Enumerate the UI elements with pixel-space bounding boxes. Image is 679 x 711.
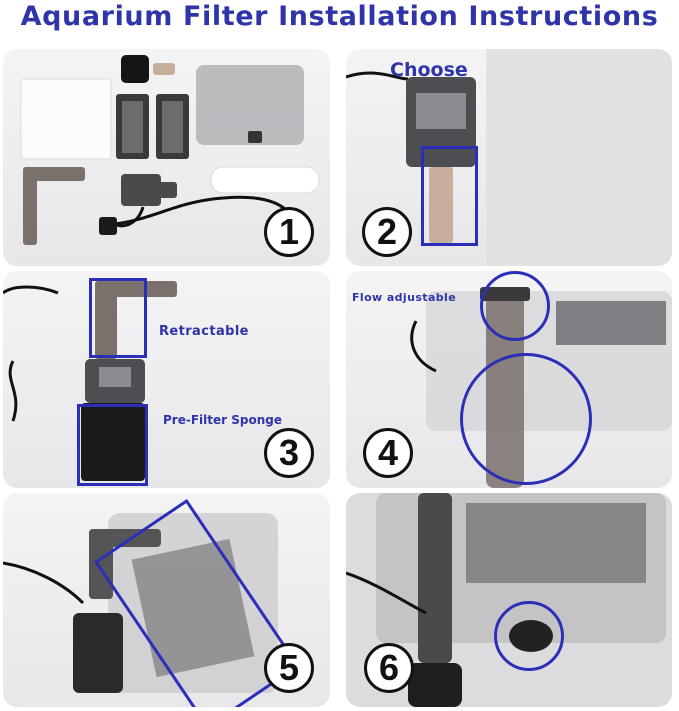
highlight-pre-filter-sponge bbox=[77, 404, 148, 486]
step-4-panel: Flow adjustable 4 bbox=[346, 271, 672, 488]
filter-parts-illustration bbox=[20, 55, 320, 245]
step-1-panel: 1 bbox=[3, 49, 330, 266]
step-5-panel: 5 bbox=[3, 493, 330, 707]
step-3-label-pre-filter-sponge: Pre-Filter Sponge bbox=[163, 413, 282, 427]
step-4-label-flow-adjustable: Flow adjustable bbox=[352, 291, 457, 304]
step-2-label-choose: Choose bbox=[390, 59, 468, 81]
highlight-intake-tube bbox=[460, 353, 592, 485]
step-number-6: 6 bbox=[364, 643, 414, 693]
step-3-label-retractable: Retractable bbox=[159, 324, 249, 339]
hang-on-filter-illustration bbox=[3, 513, 278, 693]
step-2-panel: Choose 2 bbox=[346, 49, 672, 266]
pump-illustration bbox=[346, 49, 672, 266]
step-number-4: 4 bbox=[363, 428, 413, 478]
highlight-suction-cup bbox=[494, 601, 564, 671]
highlight-intake-tube bbox=[421, 146, 478, 246]
installed-filter-illustration bbox=[346, 493, 672, 707]
pump-assembly-illustration bbox=[3, 281, 177, 481]
step-number-5: 5 bbox=[264, 643, 314, 693]
step-3-panel: Retractable Pre-Filter Sponge 3 bbox=[3, 271, 330, 488]
highlight-flow-valve bbox=[480, 271, 550, 341]
step-number-3: 3 bbox=[264, 428, 314, 478]
page-title: Aquarium Filter Installation Instruction… bbox=[20, 1, 659, 32]
step-6-panel: 6 bbox=[346, 493, 672, 707]
step-number-1: 1 bbox=[264, 207, 314, 257]
highlight-retractable-tube bbox=[89, 278, 147, 358]
step-number-2: 2 bbox=[362, 207, 412, 257]
